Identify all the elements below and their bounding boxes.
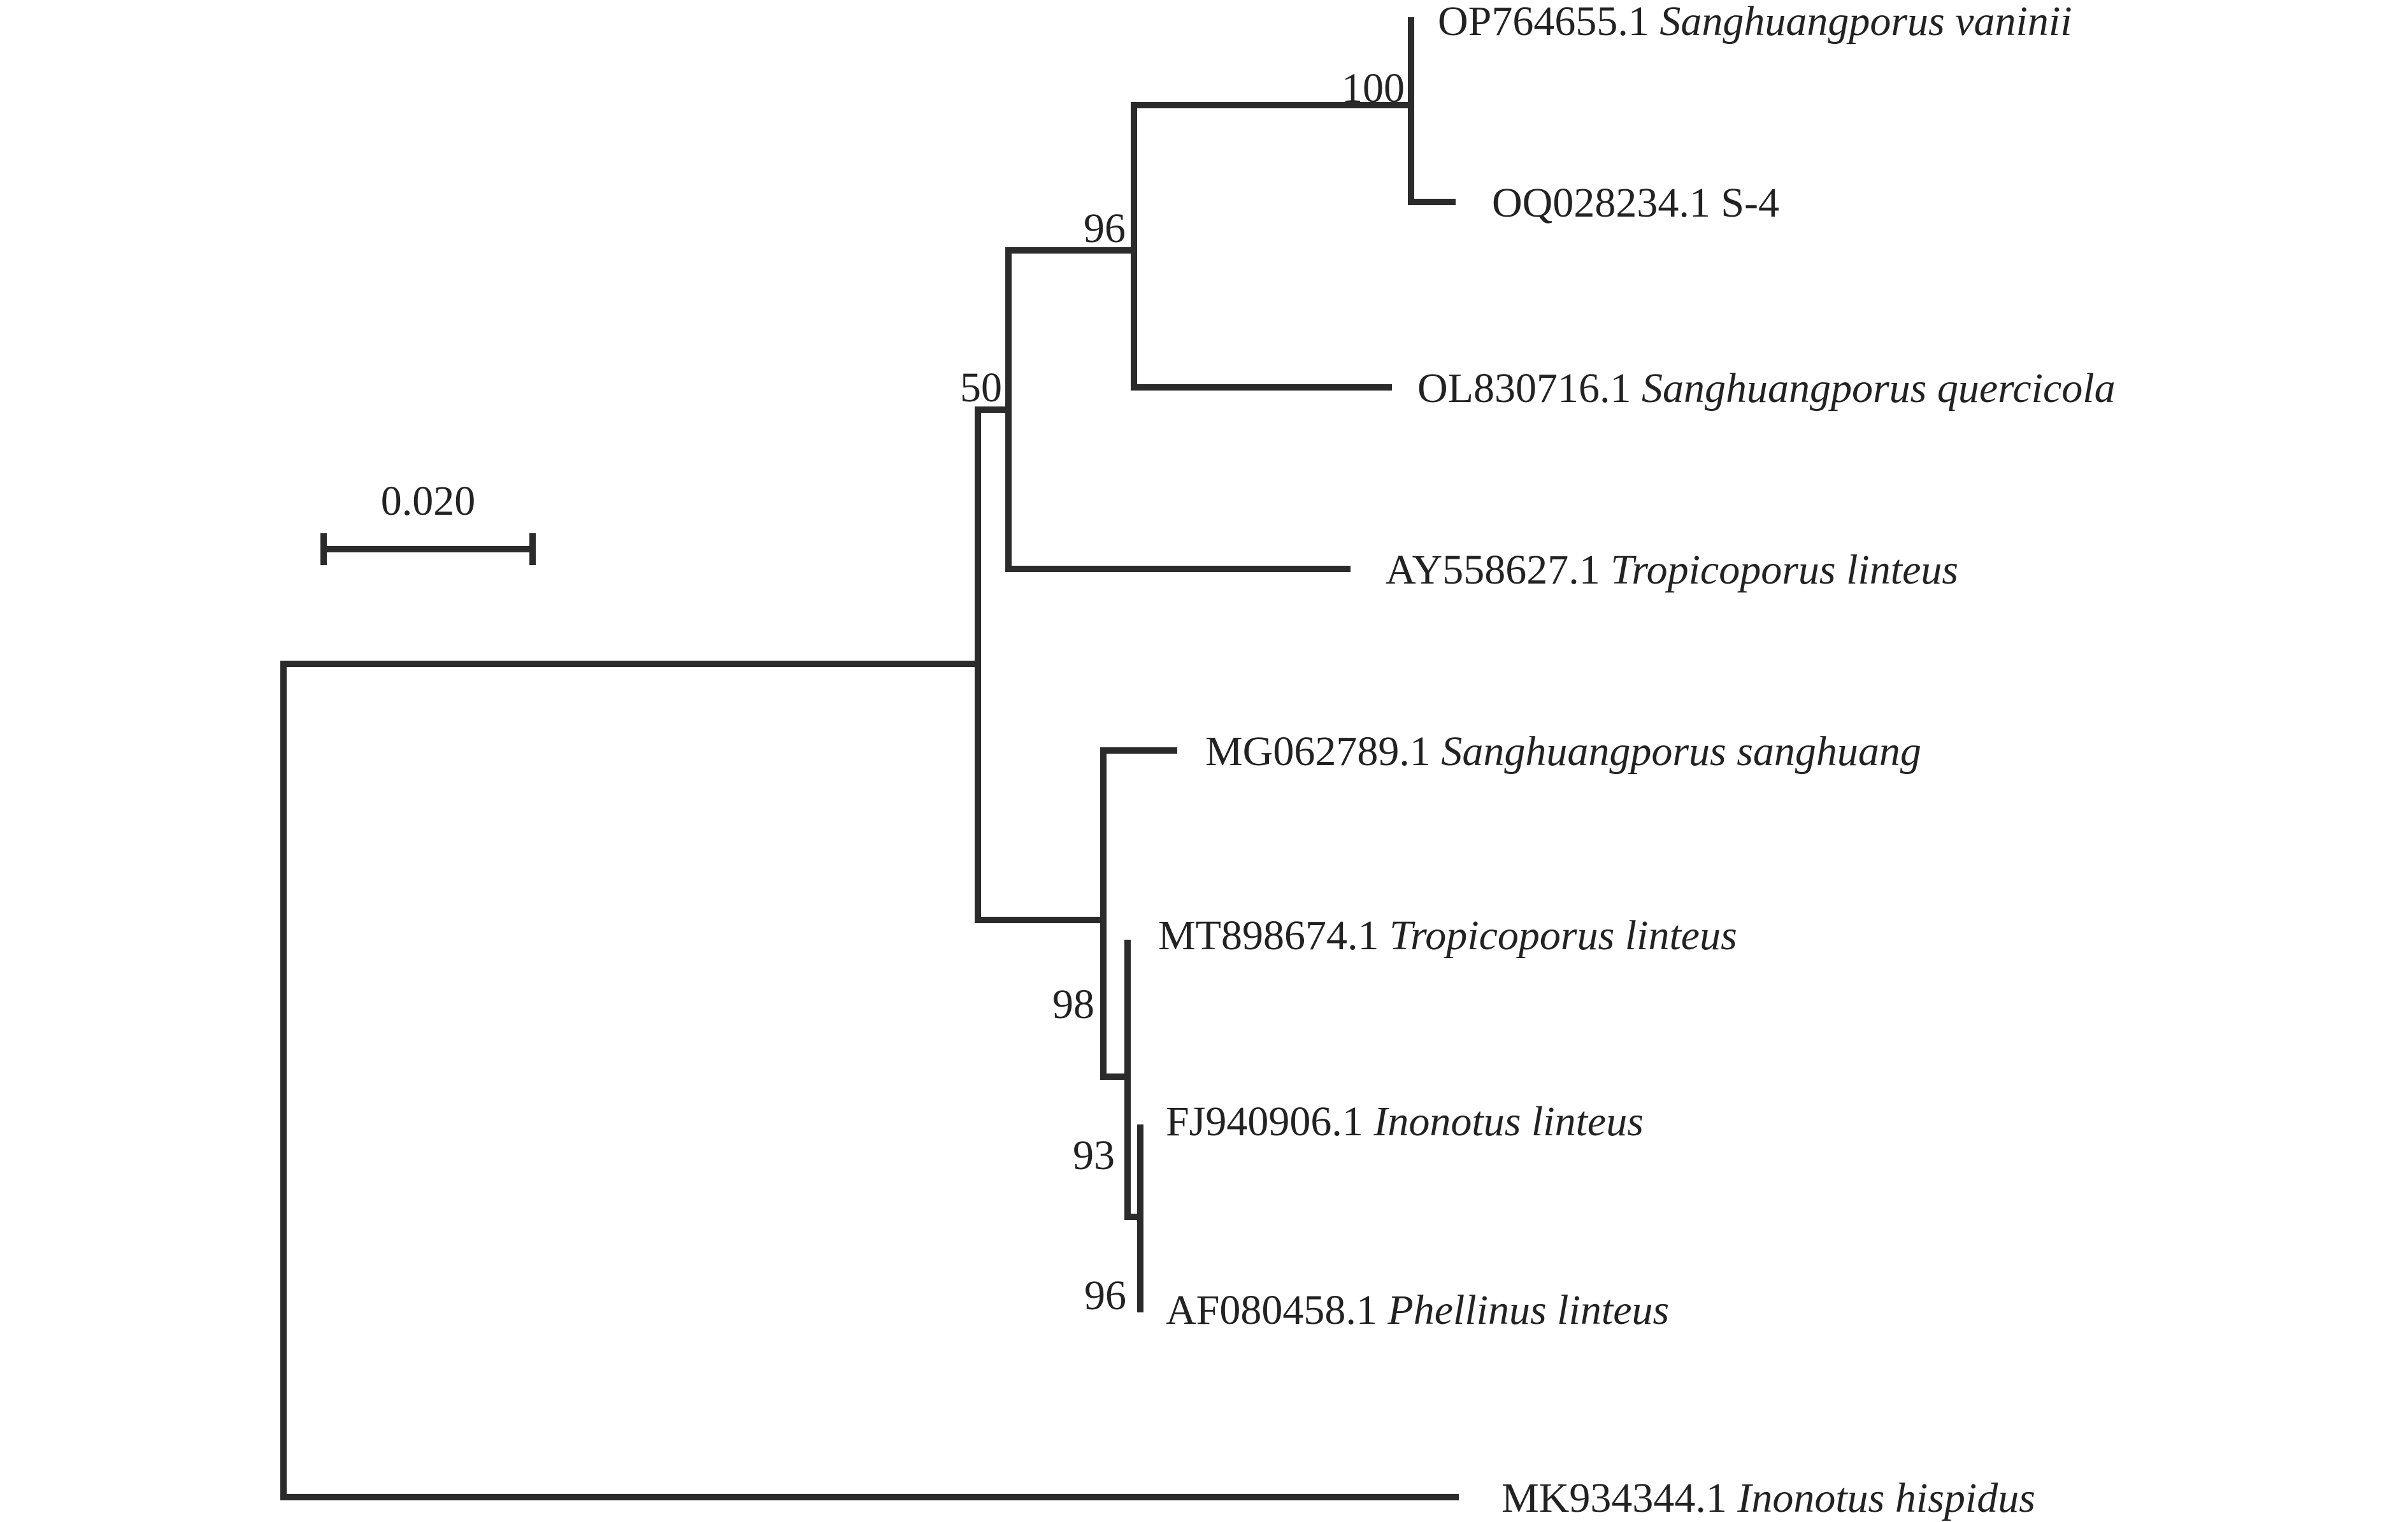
species-name: Tropicoporus linteus: [1389, 912, 1737, 959]
species-name: Sanghuangporus vaninii: [1659, 0, 2072, 45]
taxon-label: OP764655.1 Sanghuangporus vaninii: [1438, 0, 2072, 45]
scale-bar-label: 0.020: [381, 478, 476, 524]
species-name: Tropicoporus linteus: [1610, 547, 1958, 593]
accession: MG062789.1: [1205, 728, 1431, 775]
accession: OP764655.1: [1438, 0, 1649, 45]
accession: AF080458.1: [1166, 1287, 1377, 1333]
bootstrap-100: 100: [1342, 65, 1405, 111]
bootstrap-93: 93: [1073, 1132, 1115, 1179]
taxon-label: FJ940906.1 Inonotus linteus: [1166, 1098, 1644, 1145]
species-name: Inonotus hispidus: [1737, 1475, 2035, 1521]
taxon-label: MK934344.1 Inonotus hispidus: [1501, 1475, 2035, 1521]
taxon-label: MT898674.1 Tropicoporus linteus: [1158, 912, 1737, 959]
accession: OL830716.1: [1417, 365, 1631, 412]
taxon-label: OL830716.1 Sanghuangporus quercicola: [1417, 365, 2116, 412]
taxon-label: AF080458.1 Phellinus linteus: [1166, 1287, 1669, 1333]
accession: MT898674.1: [1158, 912, 1379, 959]
accession: FJ940906.1: [1166, 1098, 1363, 1145]
bootstrap-96-bottom: 96: [1084, 1272, 1126, 1319]
strain-name: S-4: [1721, 180, 1779, 226]
accession: OQ028234.1: [1492, 180, 1710, 226]
branches: [280, 17, 1459, 1500]
bootstrap-values: 100 96 50 98 93 96: [960, 65, 1405, 1319]
bootstrap-50: 50: [960, 364, 1002, 411]
species-name: Sanghuangporus sanghuang: [1441, 728, 1921, 775]
bootstrap-98: 98: [1052, 981, 1094, 1028]
species-name: Phellinus linteus: [1387, 1287, 1669, 1333]
species-name: Inonotus linteus: [1373, 1098, 1644, 1145]
scale-bar: 0.020: [320, 478, 536, 565]
taxon-label: AY558627.1 Tropicoporus linteus: [1386, 547, 1958, 593]
accession: MK934344.1: [1501, 1475, 1727, 1521]
bootstrap-96-top: 96: [1084, 205, 1126, 252]
taxon-labels: OP764655.1 Sanghuangporus vaninii OQ0282…: [1158, 0, 2116, 1521]
taxon-label: OQ028234.1 S-4: [1492, 180, 1779, 226]
accession: AY558627.1: [1386, 547, 1600, 593]
species-name: Sanghuangporus quercicola: [1642, 365, 2116, 412]
taxon-label: MG062789.1 Sanghuangporus sanghuang: [1205, 728, 1921, 775]
